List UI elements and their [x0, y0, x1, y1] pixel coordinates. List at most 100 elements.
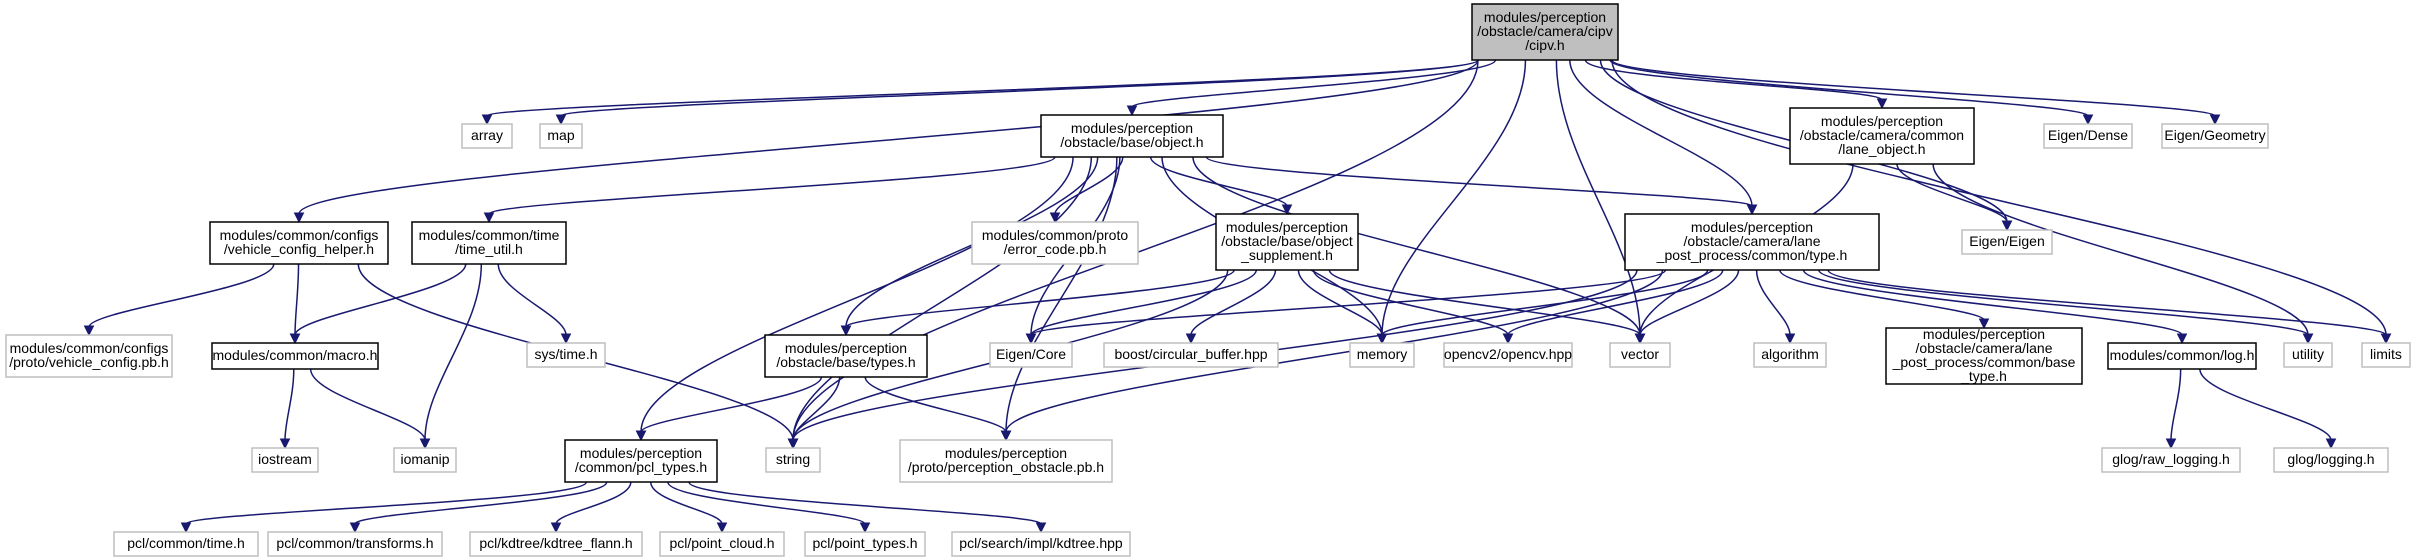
edge-vehicle_config_helper-to-macro	[294, 263, 300, 336]
node-pcl-point-cloud-label-line: pcl/point_cloud.h	[669, 535, 774, 551]
edge-object_supplement-to-eigen_core	[1030, 269, 1258, 336]
edge-arrowhead-time_util-to-sys_time	[560, 333, 572, 345]
edge-arrowhead-cipv-to-object	[1126, 105, 1138, 117]
node-lane-base-type[interactable]: modules/perception/obstacle/camera/lane_…	[1885, 326, 2083, 385]
node-pcl-point-types-label-line: pcl/point_types.h	[812, 535, 917, 551]
node-glog-raw-logging-box	[2101, 447, 2241, 473]
node-cipv-label-line: modules/perception	[1484, 9, 1606, 25]
node-pcl-common-time-box	[113, 531, 259, 557]
edge-object-to-lane_type	[1205, 156, 1753, 207]
node-lane-post-process-type-label-line: _post_process/common/type.h	[1656, 247, 1848, 263]
node-vector-label-line: vector	[1621, 346, 1659, 362]
node-circular-buffer: boost/circular_buffer.hpp	[1103, 342, 1279, 368]
node-array: array	[461, 123, 513, 149]
node-pcl-types[interactable]: modules/perception/common/pcl_types.h	[564, 439, 718, 483]
node-array-label-line: array	[471, 127, 503, 143]
node-vehicle-config-helper-box	[209, 221, 389, 265]
node-memory: memory	[1349, 342, 1415, 368]
edge-layer	[83, 59, 2392, 534]
node-vehicle-config-helper[interactable]: modules/common/configs/vehicle_config_he…	[209, 221, 389, 265]
node-log-label-line: modules/common/log.h	[2110, 347, 2255, 363]
node-base-types[interactable]: modules/perception/obstacle/base/types.h	[764, 334, 928, 378]
node-cipv-box	[1471, 3, 1619, 61]
edge-lane_type-to-base_type	[1779, 269, 1985, 321]
node-eigen-eigen-label-line: Eigen/Eigen	[1969, 233, 2045, 249]
node-utility-box	[2283, 342, 2333, 368]
node-pcl-types-label-line: /common/pcl_types.h	[575, 459, 707, 475]
edge-object-to-string	[792, 156, 1093, 441]
edge-arrowhead-cipv-to-map	[555, 114, 567, 126]
node-pcl-common-time-label-line: pcl/common/time.h	[127, 535, 244, 551]
edge-arrowhead-base_types-to-string	[787, 438, 799, 450]
edge-lane_type-to-vector	[1639, 269, 1740, 336]
edge-arrowhead-object-to-lane_type	[1746, 204, 1758, 216]
node-lane-object[interactable]: modules/perception/obstacle/camera/commo…	[1789, 107, 1975, 165]
edge-arrowhead-lane_type-to-eigen_core	[1025, 333, 1037, 345]
node-glog-raw-logging: glog/raw_logging.h	[2101, 447, 2241, 473]
node-pcl-search-kdtree: pcl/search/impl/kdtree.hpp	[951, 531, 1131, 557]
node-macro-box	[211, 342, 379, 370]
node-map-label-line: map	[547, 127, 574, 143]
node-pcl-point-cloud: pcl/point_cloud.h	[659, 531, 785, 557]
node-macro[interactable]: modules/common/macro.h	[211, 342, 379, 370]
node-base-object-label-line: modules/perception	[1071, 120, 1193, 136]
edge-object_supplement-to-circular_buffer	[1190, 269, 1277, 336]
node-eigen-geometry-box	[2161, 123, 2269, 149]
node-lane-post-process-type-label-line: modules/perception	[1691, 219, 1813, 235]
node-eigen-core-label-line: Eigen/Core	[996, 346, 1066, 362]
node-eigen-core: Eigen/Core	[989, 342, 1073, 368]
node-base-object-label-line: /obstacle/base/object.h	[1060, 134, 1203, 150]
node-base-types-label-line: modules/perception	[785, 340, 907, 356]
node-eigen-dense-label-line: Eigen/Dense	[2048, 127, 2128, 143]
node-pcl-kdtree-flann-box	[469, 531, 643, 557]
node-time-util-label-line: modules/common/time	[419, 227, 560, 243]
node-pcl-common-transforms: pcl/common/transforms.h	[267, 531, 443, 557]
node-sys-time-box	[526, 342, 606, 368]
node-pcl-common-transforms-box	[267, 531, 443, 557]
edge-arrowhead-lane_type-to-opencv	[1502, 333, 1514, 345]
node-object-supplement-label-line: /obstacle/base/object	[1221, 233, 1353, 249]
node-glog-logging-box	[2273, 447, 2389, 473]
edge-time_util-to-iomanip	[424, 263, 483, 441]
node-object-supplement[interactable]: modules/perception/obstacle/base/object_…	[1215, 213, 1359, 271]
node-lane-base-type-box	[1885, 327, 2083, 385]
node-vehicle-config-helper-label-line: /vehicle_config_helper.h	[224, 241, 374, 257]
node-perception-obstacle-pb-box	[899, 439, 1113, 483]
node-lane-post-process-type[interactable]: modules/perception/obstacle/camera/lane_…	[1624, 213, 1880, 271]
node-time-util-box	[411, 221, 567, 265]
node-error-code-label-line: modules/common/proto	[982, 227, 1129, 243]
node-iomanip: iomanip	[393, 447, 457, 473]
node-algorithm-box	[1753, 342, 1827, 368]
edge-cipv-to-lane_object	[1584, 59, 1883, 101]
edge-pcl_types-to-pcl_transforms	[354, 481, 608, 525]
edge-arrowhead-log-to-glog_raw	[2165, 438, 2177, 450]
node-lane-base-type-label-line: modules/perception	[1923, 326, 2045, 342]
node-base-object[interactable]: modules/perception/obstacle/base/object.…	[1040, 114, 1224, 158]
node-vehicle-config-pb-label-line: /proto/vehicle_config.pb.h	[9, 354, 169, 370]
edge-pcl_types-to-pcl_kdtree_flann	[555, 481, 632, 525]
node-cipv[interactable]: modules/perception/obstacle/camera/cipv/…	[1471, 3, 1619, 61]
node-iostream-box	[251, 447, 319, 473]
edge-arrowhead-macro-to-iomanip	[419, 438, 431, 450]
node-vehicle-config-pb-label-line: modules/common/configs	[10, 340, 169, 356]
edge-arrowhead-object_supplement-to-circular_buffer	[1185, 333, 1197, 345]
node-algorithm: algorithm	[1753, 342, 1827, 368]
node-lane-object-label-line: modules/perception	[1821, 113, 1943, 129]
edge-arrowhead-pcl_types-to-pcl_point_types	[859, 522, 871, 534]
edge-object-to-vector	[1192, 156, 1641, 336]
node-time-util[interactable]: modules/common/time/time_util.h	[411, 221, 567, 265]
edge-arrowhead-base_types-to-perception_obstacle_pb	[1000, 430, 1012, 442]
node-log-box	[2107, 342, 2257, 370]
node-eigen-geometry: Eigen/Geometry	[2161, 123, 2269, 149]
edge-lane_type-to-log	[1802, 269, 2183, 336]
node-memory-box	[1349, 342, 1415, 368]
node-pcl-search-kdtree-box	[951, 531, 1131, 557]
edge-object-to-pcl_types	[640, 156, 1074, 433]
edge-cipv-to-memory	[1381, 59, 1527, 336]
edge-time_util-to-macro	[294, 263, 467, 336]
edge-pcl_types-to-pcl_kdtree_impl	[688, 481, 1042, 525]
edge-arrowhead-pcl_types-to-pcl_point_cloud	[716, 522, 728, 534]
node-sys-time-label-line: sys/time.h	[534, 346, 597, 362]
node-log[interactable]: modules/common/log.h	[2107, 342, 2257, 370]
node-eigen-dense: Eigen/Dense	[2043, 123, 2133, 149]
